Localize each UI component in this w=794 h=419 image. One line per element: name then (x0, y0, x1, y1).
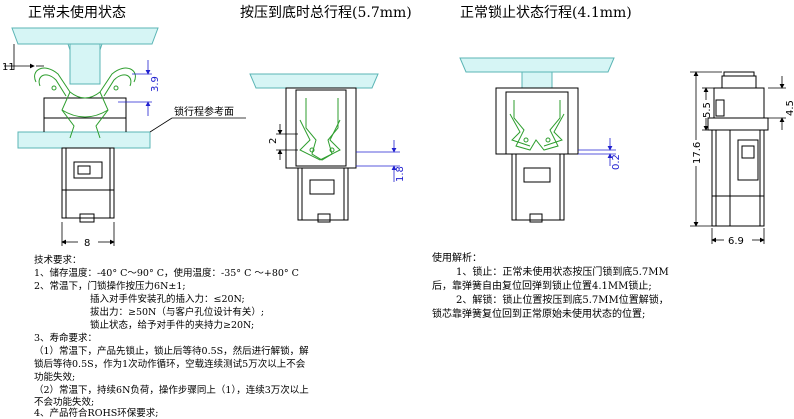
dim-0-2 (578, 138, 616, 166)
spring-pressed (299, 98, 341, 161)
dim-11 (4, 44, 44, 70)
dim-8-label: 8 (84, 238, 90, 249)
title-unused-state: 正常未使用状态 (28, 5, 126, 21)
spec-line: 1、储存温度：-40° C～90° C，使用温度：-35° C ～+80° C (34, 268, 299, 279)
dim-4-5-label: 4.5 (785, 100, 794, 116)
view-locked-state: 0.2 (459, 57, 622, 223)
dim-6-9 (711, 228, 765, 244)
body-locked (495, 87, 579, 223)
dim-3-9-label: 3.9 (150, 76, 161, 92)
spec-line: 3、寿命要求： (34, 333, 98, 344)
spec-line: 2、常温下，门锁操作按压力6N±1; (34, 281, 186, 292)
ref-plane-leader (149, 117, 246, 133)
spec-line: （2）常温下，持续6N负荷，操作步骤同上（1），连续3万次以上 (34, 385, 309, 396)
spring-locked (509, 100, 565, 151)
view-side: 17.6 5.5 4.5 6.9 (690, 71, 794, 247)
view-pressed-state: 2 1.8 (249, 73, 406, 223)
title-pressed-state: 按压到底时总行程(5.7mm) (240, 5, 412, 21)
spec-line: 功能失效; (34, 372, 76, 383)
usage-line: 1、锁止：正常未使用状态按压门锁到底5.7MM (456, 267, 669, 278)
spec-line: 插入对手件安装孔的插入力：≤20N; (90, 294, 245, 305)
dim-2 (276, 124, 298, 160)
dim-2-label: 2 (268, 138, 279, 144)
cap-pressed (249, 73, 379, 89)
dim-5-5-label: 5.5 (702, 102, 713, 118)
usage-line: 后，靠弹簧自由复位回弹到锁止位置4.1MM锁止; (432, 281, 652, 292)
body-pressed (285, 87, 357, 223)
side-outline (707, 71, 769, 227)
ref-plane-label: 锁行程参考面 (174, 105, 234, 118)
spec-line: 锁止状态，给予对手件的夹持力≥20N; (90, 320, 255, 331)
usage-line: 2、解锁：锁止位置按压到底5.7MM位置解锁， (456, 295, 669, 306)
dim-8 (61, 222, 115, 246)
spring-unused (34, 67, 136, 139)
dim-0-2-label: 0.2 (611, 154, 622, 170)
cap-unused (11, 27, 159, 85)
dim-4-5 (768, 76, 786, 130)
dim-1-8 (356, 140, 400, 182)
spec-line: 拔出力：≥50N（与客户孔位设计有关）; (90, 307, 265, 318)
cap-locked (459, 57, 615, 89)
spec-heading: 技术要求： (34, 255, 82, 266)
dim-17-6-label: 17.6 (692, 142, 703, 164)
spec-line: 锁后等待0.5S，作为1次动作循环，空载连续测试5万次以上不会 (34, 359, 306, 370)
dim-3-9 (118, 60, 152, 116)
spec-line: 不会功能失效; (34, 397, 95, 408)
usage-heading: 使用解析： (432, 253, 482, 264)
dim-6-9-label: 6.9 (728, 236, 744, 247)
dim-11-label: 11 (2, 62, 15, 73)
view-unused-state: 11 3.9 锁行程参考面 8 (2, 27, 246, 249)
title-locked-state: 正常锁止状态行程(4.1mm) (460, 5, 632, 21)
dim-1-8-label: 1.8 (395, 166, 406, 182)
spec-line: 4、产品符合ROHS环保要求; (34, 408, 159, 419)
body-unused (17, 97, 151, 223)
usage-line: 锁芯靠弹簧复位回到正常原始未使用状态的位置; (432, 309, 646, 320)
dim-5-5 (702, 87, 714, 131)
dim-17-6 (690, 71, 722, 227)
spec-line: （1）常温下，产品先锁止，锁止后等待0.5S，然后进行解锁，解 (34, 346, 309, 357)
